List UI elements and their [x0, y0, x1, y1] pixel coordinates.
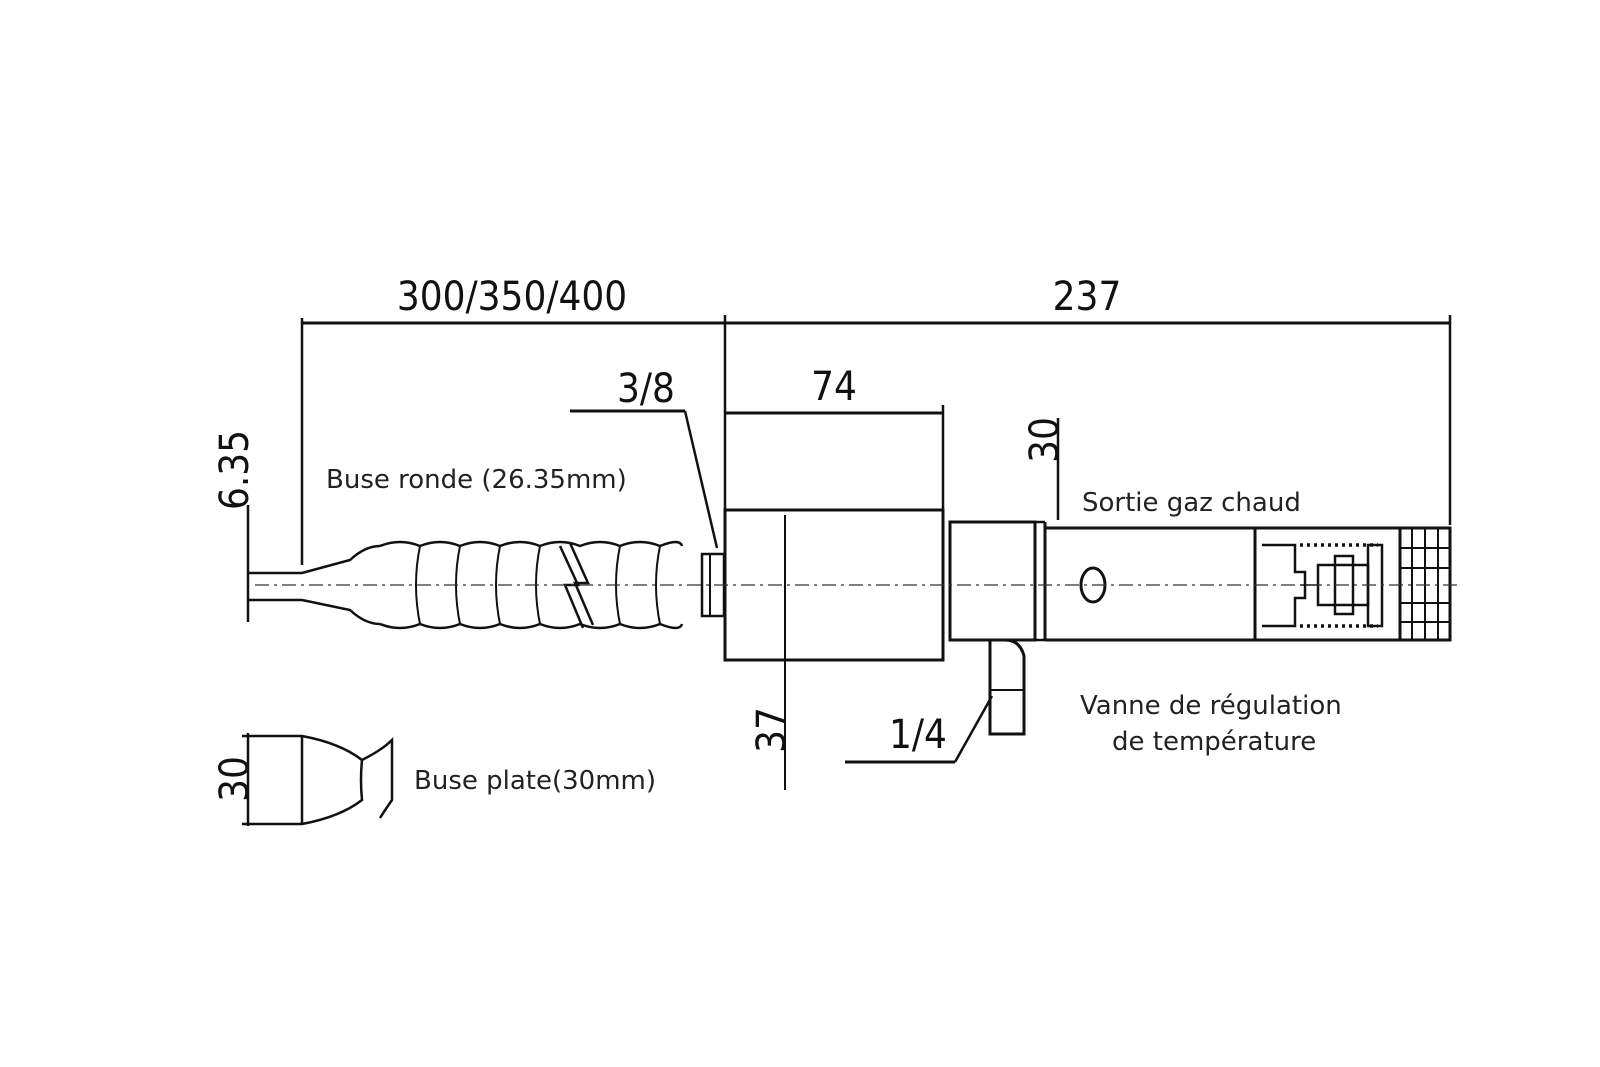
- dim-tube-length-text: 300/350/400: [397, 274, 627, 320]
- outlet-internals: [1253, 528, 1384, 640]
- dim-outlet-diameter-text: 30: [1022, 417, 1068, 463]
- label-valve-line2: de température: [1112, 727, 1316, 757]
- leader-inlet-thread: 3/8: [570, 366, 719, 549]
- dimension-body-diameter: 37: [749, 515, 795, 790]
- dim-nozzle-tip-text: 6.35: [212, 430, 258, 510]
- dimension-tube-length: 300/350/400: [300, 274, 727, 565]
- temperature-valve-knob: [988, 638, 1026, 736]
- valve-collar: [948, 520, 1047, 642]
- dim-valve-thread-text: 1/4: [889, 712, 947, 758]
- leader-valve-thread: 1/4: [845, 695, 994, 764]
- dim-inlet-thread-text: 3/8: [617, 366, 675, 412]
- dimension-body-length: 74: [725, 364, 945, 512]
- label-valve-line1: Vanne de régulation: [1080, 691, 1342, 721]
- dim-flat-nozzle-text: 30: [212, 756, 258, 802]
- label-round-nozzle: Buse ronde (26.35mm): [326, 465, 627, 495]
- dim-body-diameter-text: 37: [749, 707, 795, 753]
- label-flat-nozzle: Buse plate(30mm): [414, 766, 656, 796]
- label-hot-gas-outlet: Sortie gaz chaud: [1082, 488, 1301, 518]
- flat-nozzle: 30: [212, 733, 394, 826]
- outlet-tube: [1045, 526, 1400, 642]
- dim-body-length-text: 74: [811, 364, 857, 410]
- dimension-nozzle-tip: 6.35: [212, 430, 258, 622]
- dimension-outlet-diameter: 30: [1022, 417, 1068, 520]
- dim-total-length-text: 237: [1053, 274, 1122, 320]
- dimension-total-length: 237: [725, 274, 1452, 525]
- knurled-end-cap: [1398, 526, 1452, 642]
